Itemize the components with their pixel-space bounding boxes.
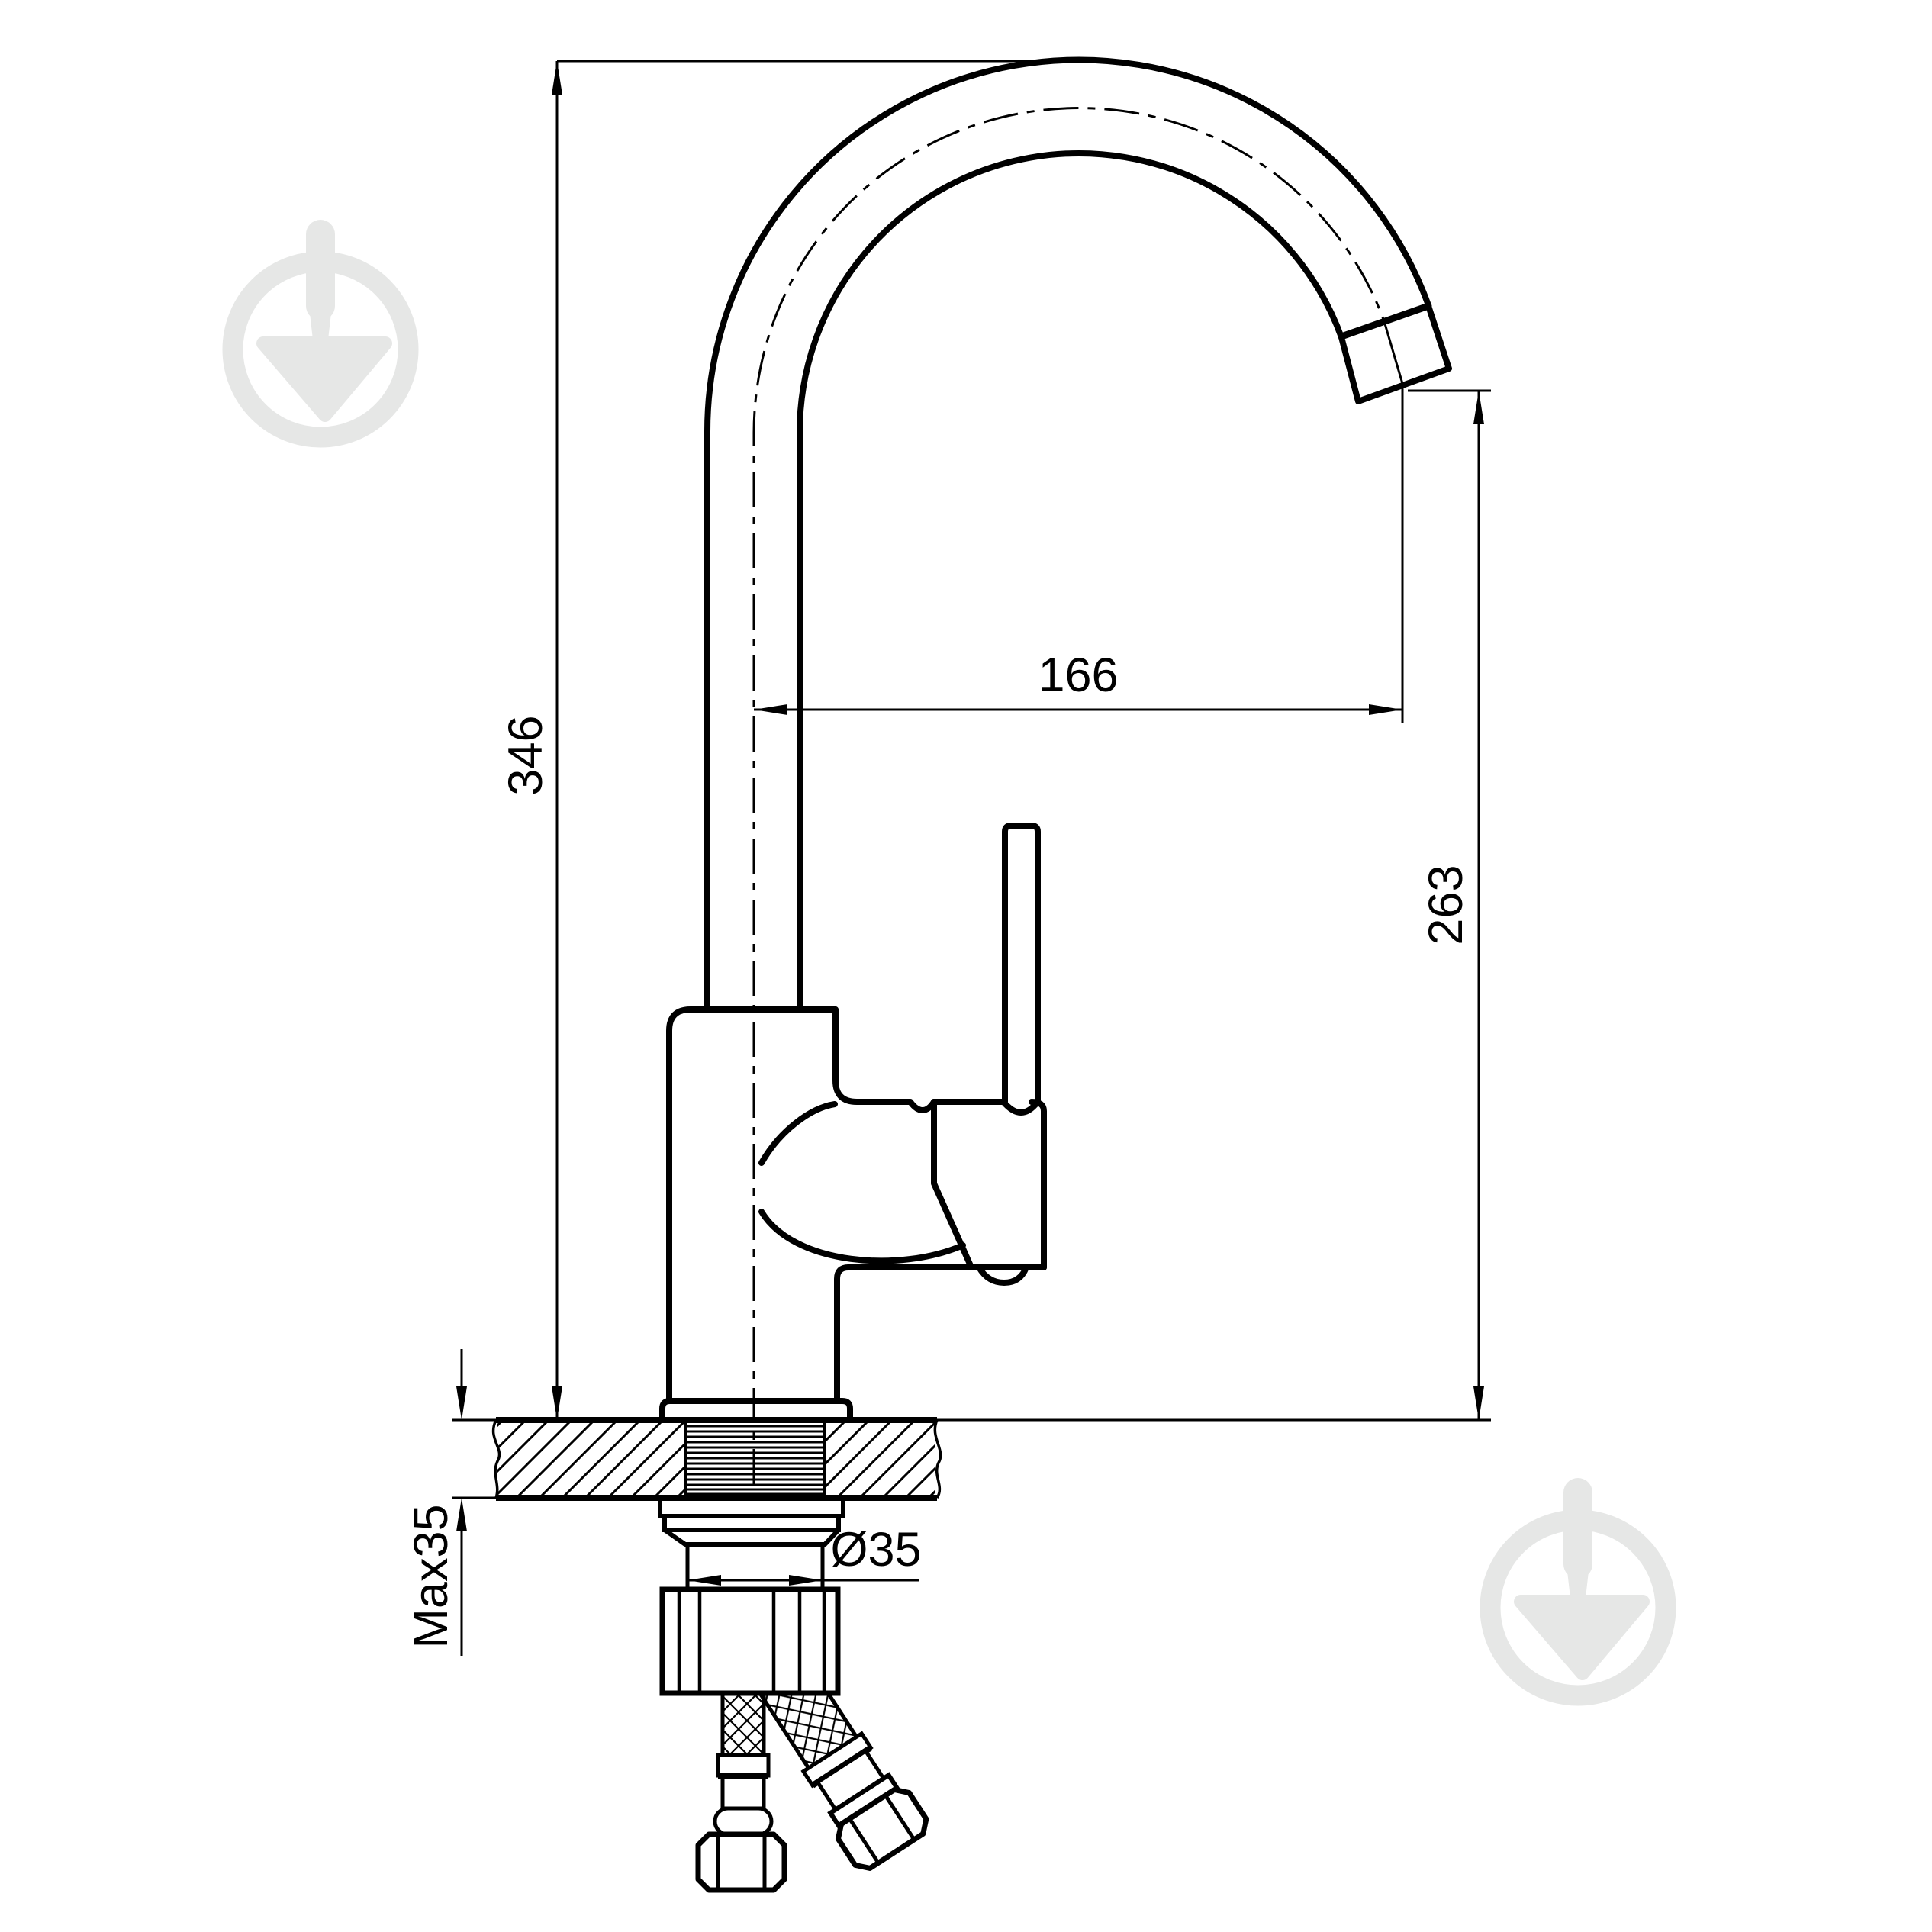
faucet-outline	[659, 56, 1452, 1423]
spout-riser-walls	[704, 430, 803, 1013]
body-outline	[666, 1006, 937, 1404]
handle-housing-front	[931, 1099, 974, 1270]
countertop-section	[491, 1417, 942, 1501]
threaded-tenon-tube	[685, 1544, 825, 1589]
swivel-arc-lower	[758, 1209, 966, 1264]
deck-break-right	[933, 1419, 942, 1499]
locknut	[662, 1528, 841, 1547]
dim-text-spout-reach: 166	[1038, 649, 1118, 702]
dimension-arrows	[456, 61, 1484, 1586]
handle-housing-back	[1029, 1099, 1047, 1270]
hose-nut-left	[695, 1831, 787, 1893]
hose-nut-right	[835, 1786, 929, 1871]
deck-break-left	[491, 1419, 501, 1499]
dimension-lines	[452, 60, 1491, 1656]
deck-hatch-left	[497, 1422, 685, 1496]
dim-text-hole-diameter: Ø35	[830, 1523, 921, 1576]
dim-text-total-height: 346	[499, 715, 552, 795]
base-flange	[659, 1398, 853, 1423]
mounting-collar	[659, 1586, 841, 1696]
body-column-right	[834, 1264, 852, 1404]
mounting-hardware	[658, 1496, 845, 1696]
braided-hose-left	[720, 1691, 766, 1757]
watermark-bottom-right	[1490, 1478, 1666, 1695]
supply-hose-left	[695, 1691, 787, 1893]
spout-outer-arc	[704, 56, 1431, 436]
dim-text-max-deck: Max35	[404, 1504, 458, 1648]
deck-hatch-right	[825, 1422, 935, 1496]
ext-lines-deck-left	[452, 1418, 497, 1499]
dim-text-outlet-height: 263	[1419, 865, 1473, 945]
swivel-arc-upper	[758, 1101, 838, 1166]
watermark-top-left	[233, 220, 408, 437]
housing-bottom-cap	[976, 1264, 1029, 1286]
centerline	[752, 107, 1386, 1484]
handle-lever	[1002, 823, 1041, 1105]
spout-inner-arc	[797, 150, 1344, 436]
